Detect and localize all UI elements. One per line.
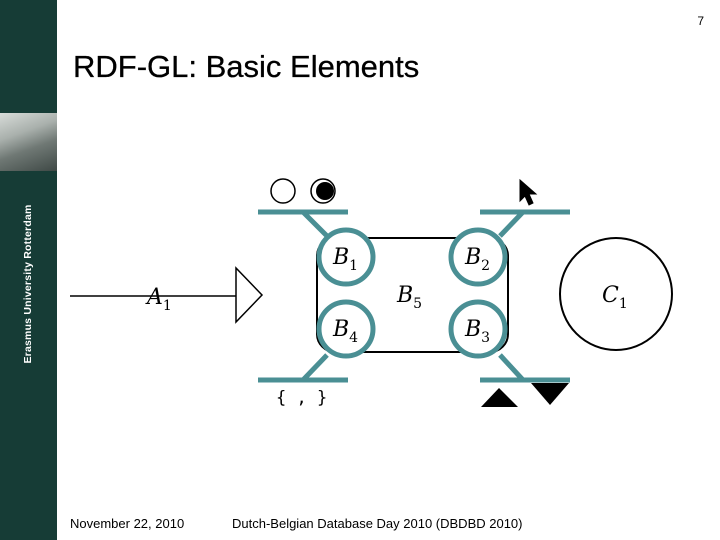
set-notation: { , } (276, 388, 327, 408)
footer-date: November 22, 2010 (70, 516, 185, 531)
filled-circle-dot (316, 182, 334, 200)
connector-b1 (301, 210, 329, 238)
up-triangle-icon (481, 388, 518, 407)
node-c1 (559, 237, 673, 351)
footer-event: Dutch-Belgian Database Day 2010 (DBDBD 2… (232, 516, 523, 531)
label-b4: B4 (332, 317, 358, 346)
portrait-image (0, 113, 57, 171)
node-b3 (448, 299, 508, 359)
label-c1: C1 (602, 283, 628, 312)
connector-b4 (301, 353, 329, 382)
connector-b3 (498, 353, 525, 382)
empty-circle-icon (270, 178, 296, 204)
triangle-arrow-icon (235, 266, 264, 324)
label-b2: B2 (464, 245, 490, 274)
page-number: 7 (697, 14, 704, 28)
label-b1: B1 (332, 245, 358, 274)
node-b1 (316, 227, 376, 287)
connector-b2 (498, 210, 525, 238)
slide-title: RDF-GL: Basic Elements (73, 49, 420, 84)
sidebar: Erasmus University Rotterdam (0, 0, 57, 540)
label-b5: B5 (396, 283, 422, 312)
node-b2 (448, 227, 508, 287)
label-b3: B3 (464, 317, 490, 346)
down-triangle-icon (531, 383, 569, 405)
node-b4 (316, 299, 376, 359)
pointer-cursor-icon (519, 178, 538, 206)
label-a1: A1 (145, 285, 172, 314)
